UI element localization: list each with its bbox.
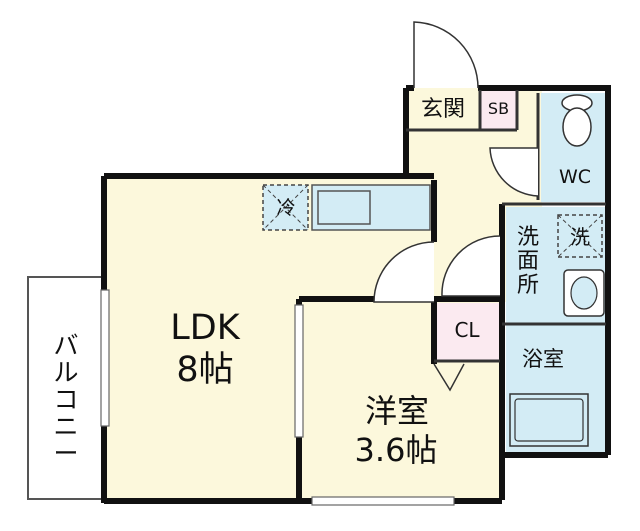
wc-label: WC <box>558 166 592 188</box>
closet-label: CL <box>454 318 480 342</box>
shoe-box-area <box>480 88 517 130</box>
ldk-name: LDK <box>170 308 240 348</box>
closet-door <box>433 363 465 392</box>
balcony-area <box>28 277 106 499</box>
western-room-name: 洋室 <box>364 392 429 430</box>
entrance-label: 玄関 <box>420 97 465 122</box>
balcony-label: バ ル コ ニ ー <box>53 331 79 468</box>
basin-bowl <box>570 276 598 310</box>
western-window-bottom <box>311 496 455 506</box>
entry-door <box>413 21 479 89</box>
western-window-side <box>294 304 304 438</box>
wc-door <box>489 147 539 197</box>
shoe-box-label: SB <box>487 99 510 118</box>
ldk-door <box>373 241 435 303</box>
ldk-window <box>100 289 110 427</box>
toilet-bowl <box>562 107 592 147</box>
fridge-cross-2 <box>262 184 309 231</box>
bathtub-inner <box>514 398 584 442</box>
western-room-size: 3.6帖 <box>354 431 438 469</box>
ldk-size: 8帖 <box>176 350 234 390</box>
closet-area <box>434 303 500 361</box>
entrance-floor <box>406 88 480 130</box>
washer-label: 洗 <box>570 225 590 249</box>
washroom-label: 洗 面 所 <box>516 225 539 298</box>
washer-cross-2 <box>557 214 603 258</box>
thin-walls <box>406 90 606 363</box>
bath-label: 浴室 <box>522 347 564 371</box>
washroom-door <box>441 235 501 297</box>
kitchen-sink <box>317 190 371 225</box>
fridge-label: 冷 <box>276 197 296 219</box>
